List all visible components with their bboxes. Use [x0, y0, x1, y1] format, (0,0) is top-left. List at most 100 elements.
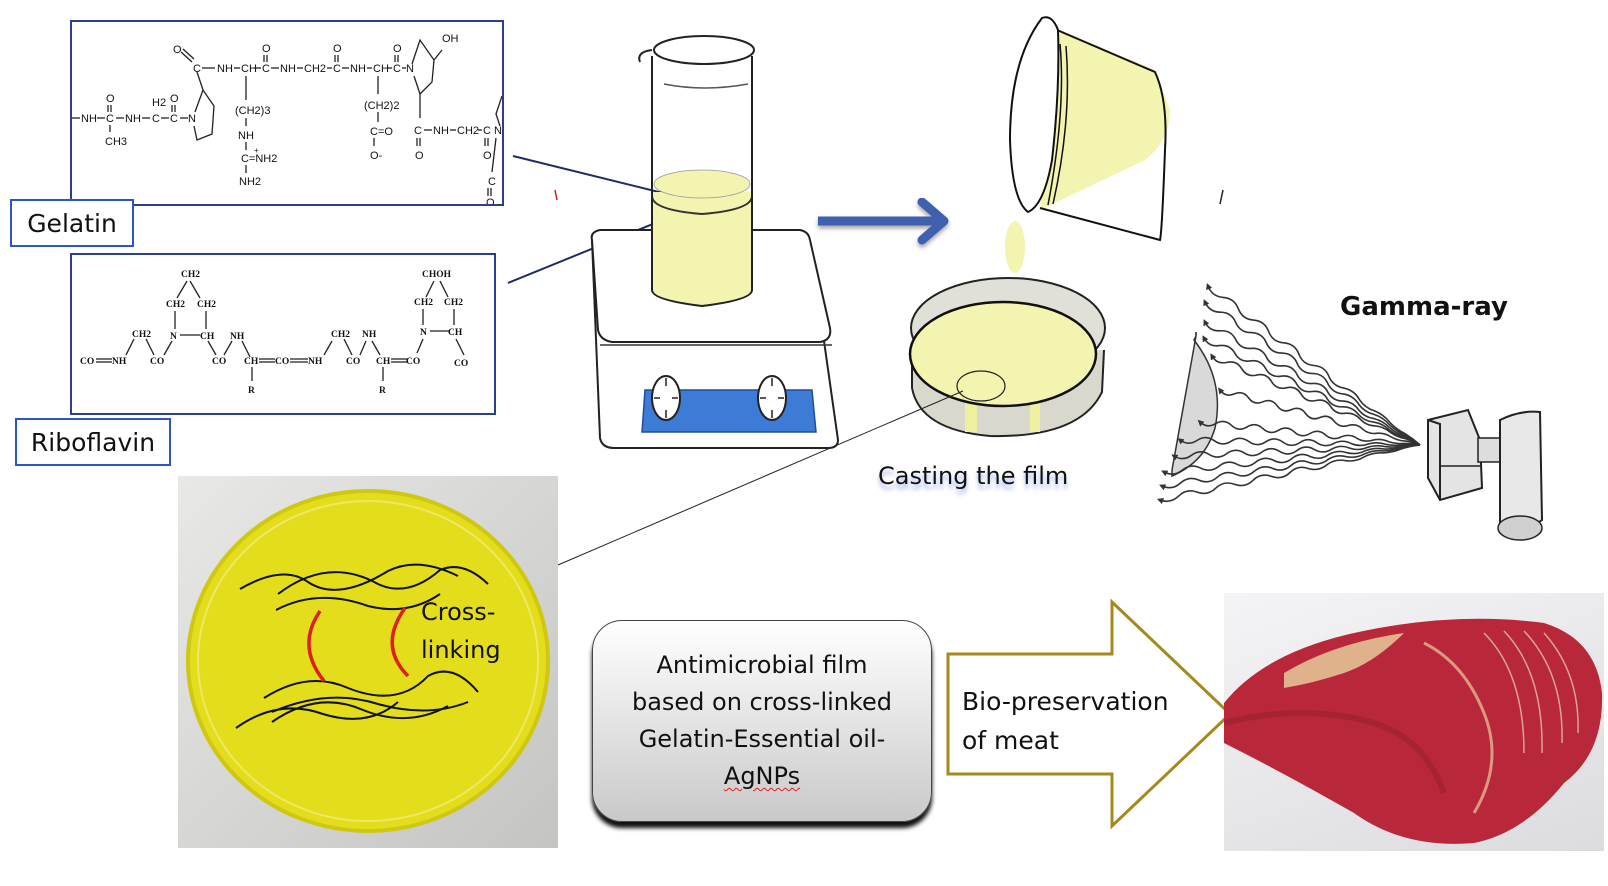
gamma-ray-wave	[1203, 299, 1421, 446]
chem-fragment: NH	[230, 332, 245, 342]
chem-fragment: CH	[376, 357, 391, 367]
crosslinking-label: Cross- linking	[421, 593, 501, 669]
chem-fragment: CH	[448, 328, 463, 338]
chem-fragment: R	[379, 386, 386, 396]
chem-fragment: NH	[125, 113, 141, 125]
chem-fragment: CH2	[166, 300, 185, 310]
red-mark	[554, 189, 558, 201]
crosslinking-line2: linking	[421, 636, 501, 664]
sample-circle	[956, 370, 1006, 402]
film-box-line: Antimicrobial film	[656, 651, 868, 679]
gamma-ray-wave	[1159, 444, 1421, 491]
chem-fragment: NH	[433, 125, 449, 137]
crosslinking-line1: Cross-	[421, 598, 496, 626]
gamma-ray-source	[1171, 332, 1544, 541]
chem-fragment: NH	[112, 357, 127, 367]
riboflavin-label: Riboflavin	[15, 418, 171, 466]
chem-fragment: CH2	[304, 63, 326, 75]
polymer-chains	[235, 563, 489, 729]
chem-fragment: O	[393, 43, 402, 55]
chem-fragment: N	[420, 328, 427, 338]
chem-fragment: H2	[152, 97, 166, 109]
chem-fragment: O	[262, 43, 271, 55]
gamma-ray-wave	[1218, 387, 1421, 446]
chem-fragment: CO	[150, 357, 164, 367]
film-photo	[178, 476, 558, 848]
chem-fragment: N	[170, 332, 177, 342]
chem-fragment: CO	[346, 357, 360, 367]
chem-fragment: O	[106, 93, 115, 105]
antimicrobial-film-box: Antimicrobial film based on cross-linked…	[592, 620, 932, 822]
gamma-ray-wave	[1202, 335, 1421, 446]
film-box-line: based on cross-linked	[631, 688, 893, 716]
riboflavin-structure-drawing: CO NH CH2 CO N CH CH2 CH2 CH2 CO NH CH R…	[80, 270, 468, 396]
gamma-ray-wave	[1156, 444, 1421, 505]
stirrer-control-panel	[641, 389, 817, 433]
chem-fragment: NH	[280, 63, 296, 75]
chem-fragment: N	[188, 113, 196, 125]
chem-fragment: CO	[212, 357, 226, 367]
chem-fragment: O	[170, 93, 179, 105]
chem-fragment: O	[415, 150, 424, 162]
chem-fragment: NH	[238, 130, 254, 142]
chem-fragment: O	[173, 44, 182, 56]
meat-photo-drawing	[1224, 618, 1603, 844]
chem-fragment: +	[254, 146, 259, 155]
bio-preservation-line: of meat	[962, 726, 1059, 755]
chem-fragment: NH2	[239, 176, 261, 188]
gamma-ray-wave	[1203, 319, 1421, 446]
chem-fragment: C	[193, 63, 201, 75]
film-box-line: AgNPs	[723, 762, 801, 790]
chem-fragment: CH	[200, 332, 215, 342]
gelatin-label-text: Gelatin	[27, 208, 117, 238]
chem-fragment: R	[248, 386, 255, 396]
chem-fragment: C	[488, 176, 496, 188]
meat-photo	[1224, 593, 1604, 851]
riboflavin-structure-box: CO NH CH2 CO N CH CH2 CH2 CH2 CO NH CH R…	[70, 253, 496, 415]
small-mark	[1219, 189, 1224, 205]
chem-fragment: O-	[370, 150, 383, 162]
chem-fragment: N	[406, 63, 414, 75]
chem-fragment: CO	[80, 357, 94, 367]
chem-fragment: CO	[406, 357, 420, 367]
chem-fragment: CH2	[444, 298, 463, 308]
chem-fragment: CH2	[132, 330, 151, 340]
chem-fragment: C	[393, 63, 401, 75]
magnetic-stirrer	[590, 229, 840, 449]
chem-fragment: CH	[373, 63, 389, 75]
chem-fragment: CH2	[457, 125, 479, 137]
riboflavin-label-text: Riboflavin	[30, 427, 156, 457]
gamma-ray-wave	[1210, 353, 1421, 446]
chem-fragment: C	[106, 113, 114, 125]
chem-fragment: CH2	[197, 300, 216, 310]
gamma-ray-wave	[1177, 436, 1421, 447]
chem-fragment: O	[486, 197, 495, 204]
chem-fragment: CH	[244, 357, 259, 367]
petri-dish	[908, 277, 1106, 438]
chem-fragment: NH	[217, 63, 233, 75]
chem-fragment: CH2	[414, 298, 433, 308]
bio-preservation-label: Bio-preservation of meat	[962, 682, 1169, 760]
film-photo-drawing	[186, 489, 550, 833]
gelatin-label: Gelatin	[10, 199, 134, 247]
chem-fragment: C	[262, 63, 270, 75]
chem-fragment: O	[483, 150, 492, 162]
solution-surface	[653, 169, 751, 199]
gelatin-connector-line	[512, 155, 676, 197]
chem-fragment: NH	[308, 357, 323, 367]
chem-fragment: C=O	[370, 126, 393, 138]
stirrer-knob-left	[651, 375, 681, 421]
chem-fragment: C	[414, 125, 422, 137]
chem-fragment: CH2	[331, 330, 350, 340]
chem-fragment: OH	[442, 33, 459, 45]
gelatin-structure-drawing: NH C O CH3 NH H2 C C O N O C NH CH (CH2)…	[70, 33, 503, 209]
gamma-ray-wave	[1197, 419, 1421, 446]
chem-fragment: C	[170, 113, 178, 125]
chem-fragment: NH	[350, 63, 366, 75]
chem-fragment: NH	[362, 330, 377, 340]
chem-fragment: C	[483, 125, 491, 137]
chem-fragment: N	[494, 125, 502, 137]
chem-fragment: C	[152, 113, 160, 125]
gelatin-structure-box: NH C O CH3 NH H2 C C O N O C NH CH (CH2)…	[70, 20, 504, 209]
crosslink-bonds	[307, 606, 410, 683]
